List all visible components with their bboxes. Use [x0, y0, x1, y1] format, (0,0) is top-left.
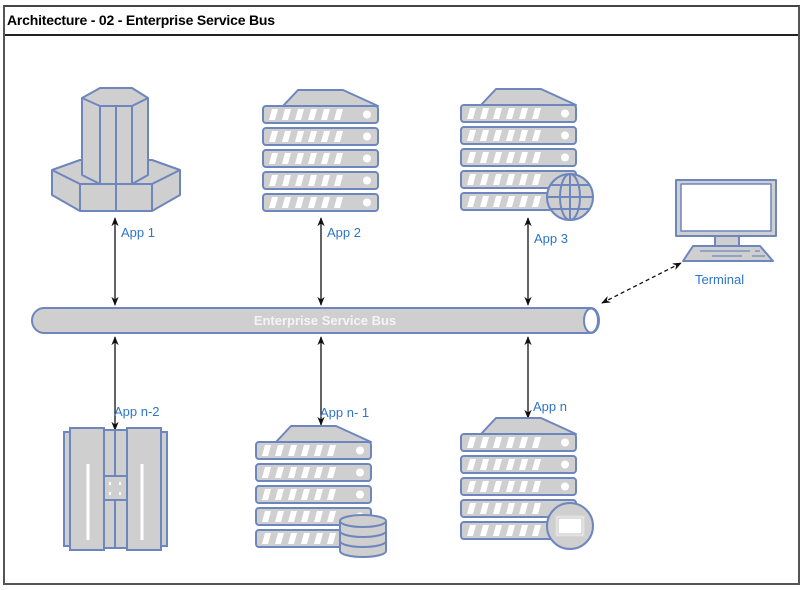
enterprise-service-bus[interactable]: Enterprise Service Bus: [31, 307, 600, 334]
node-label: App n: [533, 399, 567, 414]
node-label: App n- 1: [320, 405, 369, 420]
node-label: App 1: [121, 225, 155, 240]
node-app2[interactable]: App 2: [263, 90, 378, 240]
node-appn[interactable]: App n: [461, 399, 594, 550]
web-server-globe-icon: [461, 89, 594, 221]
node-app3[interactable]: App 3: [461, 89, 594, 246]
tower-server-icon: [63, 427, 168, 551]
node-label: App 3: [534, 231, 568, 246]
desktop-terminal-icon: [675, 179, 777, 262]
node-appn2[interactable]: App n-2: [63, 404, 168, 551]
bus-label: Enterprise Service Bus: [254, 313, 396, 328]
application-server-icon: [461, 418, 594, 550]
node-label: App n-2: [114, 404, 160, 419]
mainframe-icon: [51, 87, 181, 212]
diagram-title: Architecture - 02 - Enterprise Service B…: [7, 12, 275, 28]
database-server-icon: [256, 426, 387, 558]
node-terminal[interactable]: Terminal: [675, 179, 777, 287]
server-rack-icon: [263, 90, 378, 211]
title-bar: Architecture - 02 - Enterprise Service B…: [5, 7, 798, 36]
node-app1[interactable]: App 1: [51, 87, 181, 240]
node-appn1[interactable]: App n- 1: [256, 405, 387, 558]
node-label: App 2: [327, 225, 361, 240]
node-label: Terminal: [695, 272, 744, 287]
connector-terminal: [601, 262, 682, 304]
